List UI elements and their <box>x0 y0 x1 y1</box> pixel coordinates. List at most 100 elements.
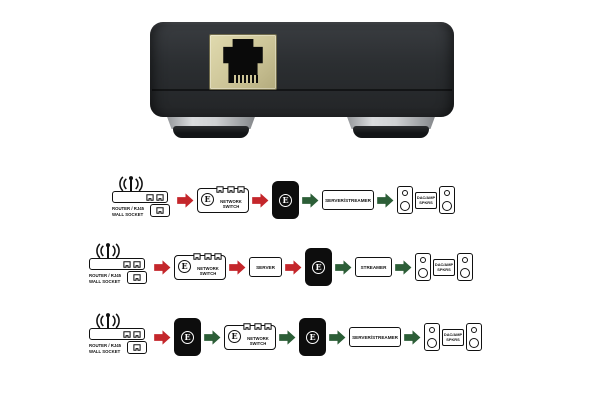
ee-logo-letter: E <box>204 194 211 204</box>
red-arrow-icon <box>252 192 269 208</box>
rj45-port-icon <box>133 330 141 338</box>
switch-ports <box>243 322 272 330</box>
server-streamer-box: SERVER/STREAMER <box>349 327 401 347</box>
woofer <box>442 200 452 211</box>
ee-logo-letter: E <box>315 262 322 272</box>
ee-device: E <box>305 248 332 286</box>
speaker-icon <box>466 323 482 351</box>
rj45-port-icon <box>226 185 235 193</box>
red-arrow-icon <box>154 259 171 275</box>
ee-device: E <box>174 318 201 356</box>
network-switch: E NETWORK SWITCH <box>197 185 249 213</box>
router-icon <box>112 191 168 203</box>
rj45-port-icon <box>156 193 164 201</box>
ee-logo-icon: E <box>181 330 194 344</box>
ethernet-port <box>209 34 277 90</box>
rj45-port-icon <box>237 185 245 193</box>
rj45-pins <box>234 75 258 83</box>
tweeter <box>471 326 477 333</box>
router-icon <box>89 328 145 340</box>
tweeter <box>462 256 468 263</box>
router-label: ROUTER / RJ45 WALL SOCKET <box>89 273 121 284</box>
wall-socket-icon <box>127 271 147 284</box>
rj45-port-icon <box>133 274 141 281</box>
diagram-row-2: ROUTER / RJ45 WALL SOCKET E NETWORK SWIT… <box>89 235 473 299</box>
green-arrow-icon <box>404 329 421 345</box>
ee-logo-icon: E <box>228 329 241 343</box>
rj45-port-icon <box>156 207 164 214</box>
switch-ports <box>193 252 222 260</box>
dac-amp-box: DAC/AMP SPKRS <box>415 191 437 209</box>
rj45-port-icon <box>123 330 131 338</box>
network-switch: E NETWORK SWITCH <box>174 252 226 280</box>
diagram-row-1: ROUTER / RJ45 WALL SOCKET E NETWORK SWIT… <box>112 168 455 232</box>
tweeter <box>444 189 450 196</box>
network-switch-label: NETWORK SWITCH <box>197 265 219 276</box>
red-arrow-icon <box>177 192 194 208</box>
rj45-port-icon <box>133 344 141 351</box>
green-arrow-icon <box>395 259 412 275</box>
tweeter <box>420 256 426 263</box>
rj45-port-icon <box>214 252 222 260</box>
server-streamer-box: SERVER/STREAMER <box>322 190 374 210</box>
dac-amp-box: DAC/AMP SPKRS <box>442 328 464 346</box>
network-switch-label: NETWORK SWITCH <box>247 335 269 346</box>
ee-logo-letter: E <box>184 332 191 342</box>
router-wall-socket: ROUTER / RJ45 WALL SOCKET <box>89 242 151 292</box>
red-arrow-icon <box>154 329 171 345</box>
foot-rubber <box>353 126 429 138</box>
product-photo <box>148 8 456 144</box>
rj45-port-icon <box>123 260 131 268</box>
rj45-port-icon <box>146 193 154 201</box>
ee-device: E <box>272 181 299 219</box>
tweeter <box>402 189 408 196</box>
dac-amp-box: DAC/AMP SPKRS <box>433 258 455 276</box>
foot-rubber <box>173 126 249 138</box>
wifi-antenna-icon <box>119 176 143 192</box>
diagram-row-3: ROUTER / RJ45 WALL SOCKET E E NETWORK SW… <box>89 305 482 369</box>
router-icon <box>89 258 145 270</box>
tweeter <box>429 326 435 333</box>
ee-logo-icon: E <box>279 193 292 207</box>
rj45-port-icon <box>203 252 212 260</box>
green-arrow-icon <box>335 259 352 275</box>
speaker-icon <box>397 186 413 214</box>
network-switch: E NETWORK SWITCH <box>224 322 276 350</box>
red-arrow-icon <box>285 259 302 275</box>
wifi-antenna-icon <box>96 313 120 329</box>
wall-socket-icon <box>150 204 170 217</box>
woofer <box>418 267 428 278</box>
speaker-icon <box>439 186 455 214</box>
speaker-icon <box>457 253 473 281</box>
router-wall-socket: ROUTER / RJ45 WALL SOCKET <box>112 175 174 225</box>
woofer <box>427 337 437 348</box>
rj45-port-icon <box>193 252 201 260</box>
rj45-port-icon <box>243 322 251 330</box>
ee-logo-icon: E <box>201 192 214 206</box>
router-label: ROUTER / RJ45 WALL SOCKET <box>112 206 144 217</box>
router-wall-socket: ROUTER / RJ45 WALL SOCKET <box>89 312 151 362</box>
red-arrow-icon <box>229 259 246 275</box>
rj45-port-icon <box>216 185 224 193</box>
rj45-port-icon <box>133 260 141 268</box>
router-label: ROUTER / RJ45 WALL SOCKET <box>89 343 121 354</box>
green-arrow-icon <box>279 329 296 345</box>
device-seam <box>152 89 452 91</box>
green-arrow-icon <box>302 192 319 208</box>
server-box: SERVER <box>249 257 282 277</box>
ee-logo-icon: E <box>178 259 191 273</box>
woofer <box>460 267 470 278</box>
switch-ports <box>216 185 245 193</box>
ee-logo-letter: E <box>282 195 289 205</box>
green-arrow-icon <box>329 329 346 345</box>
woofer <box>469 337 479 348</box>
streamer-box: STREAMER <box>355 257 392 277</box>
device-body <box>150 22 454 117</box>
wifi-antenna-icon <box>96 243 120 259</box>
ee-device: E <box>299 318 326 356</box>
woofer <box>400 200 410 211</box>
ee-logo-letter: E <box>231 331 238 341</box>
ee-logo-letter: E <box>309 332 316 342</box>
rj45-port-icon <box>264 322 272 330</box>
